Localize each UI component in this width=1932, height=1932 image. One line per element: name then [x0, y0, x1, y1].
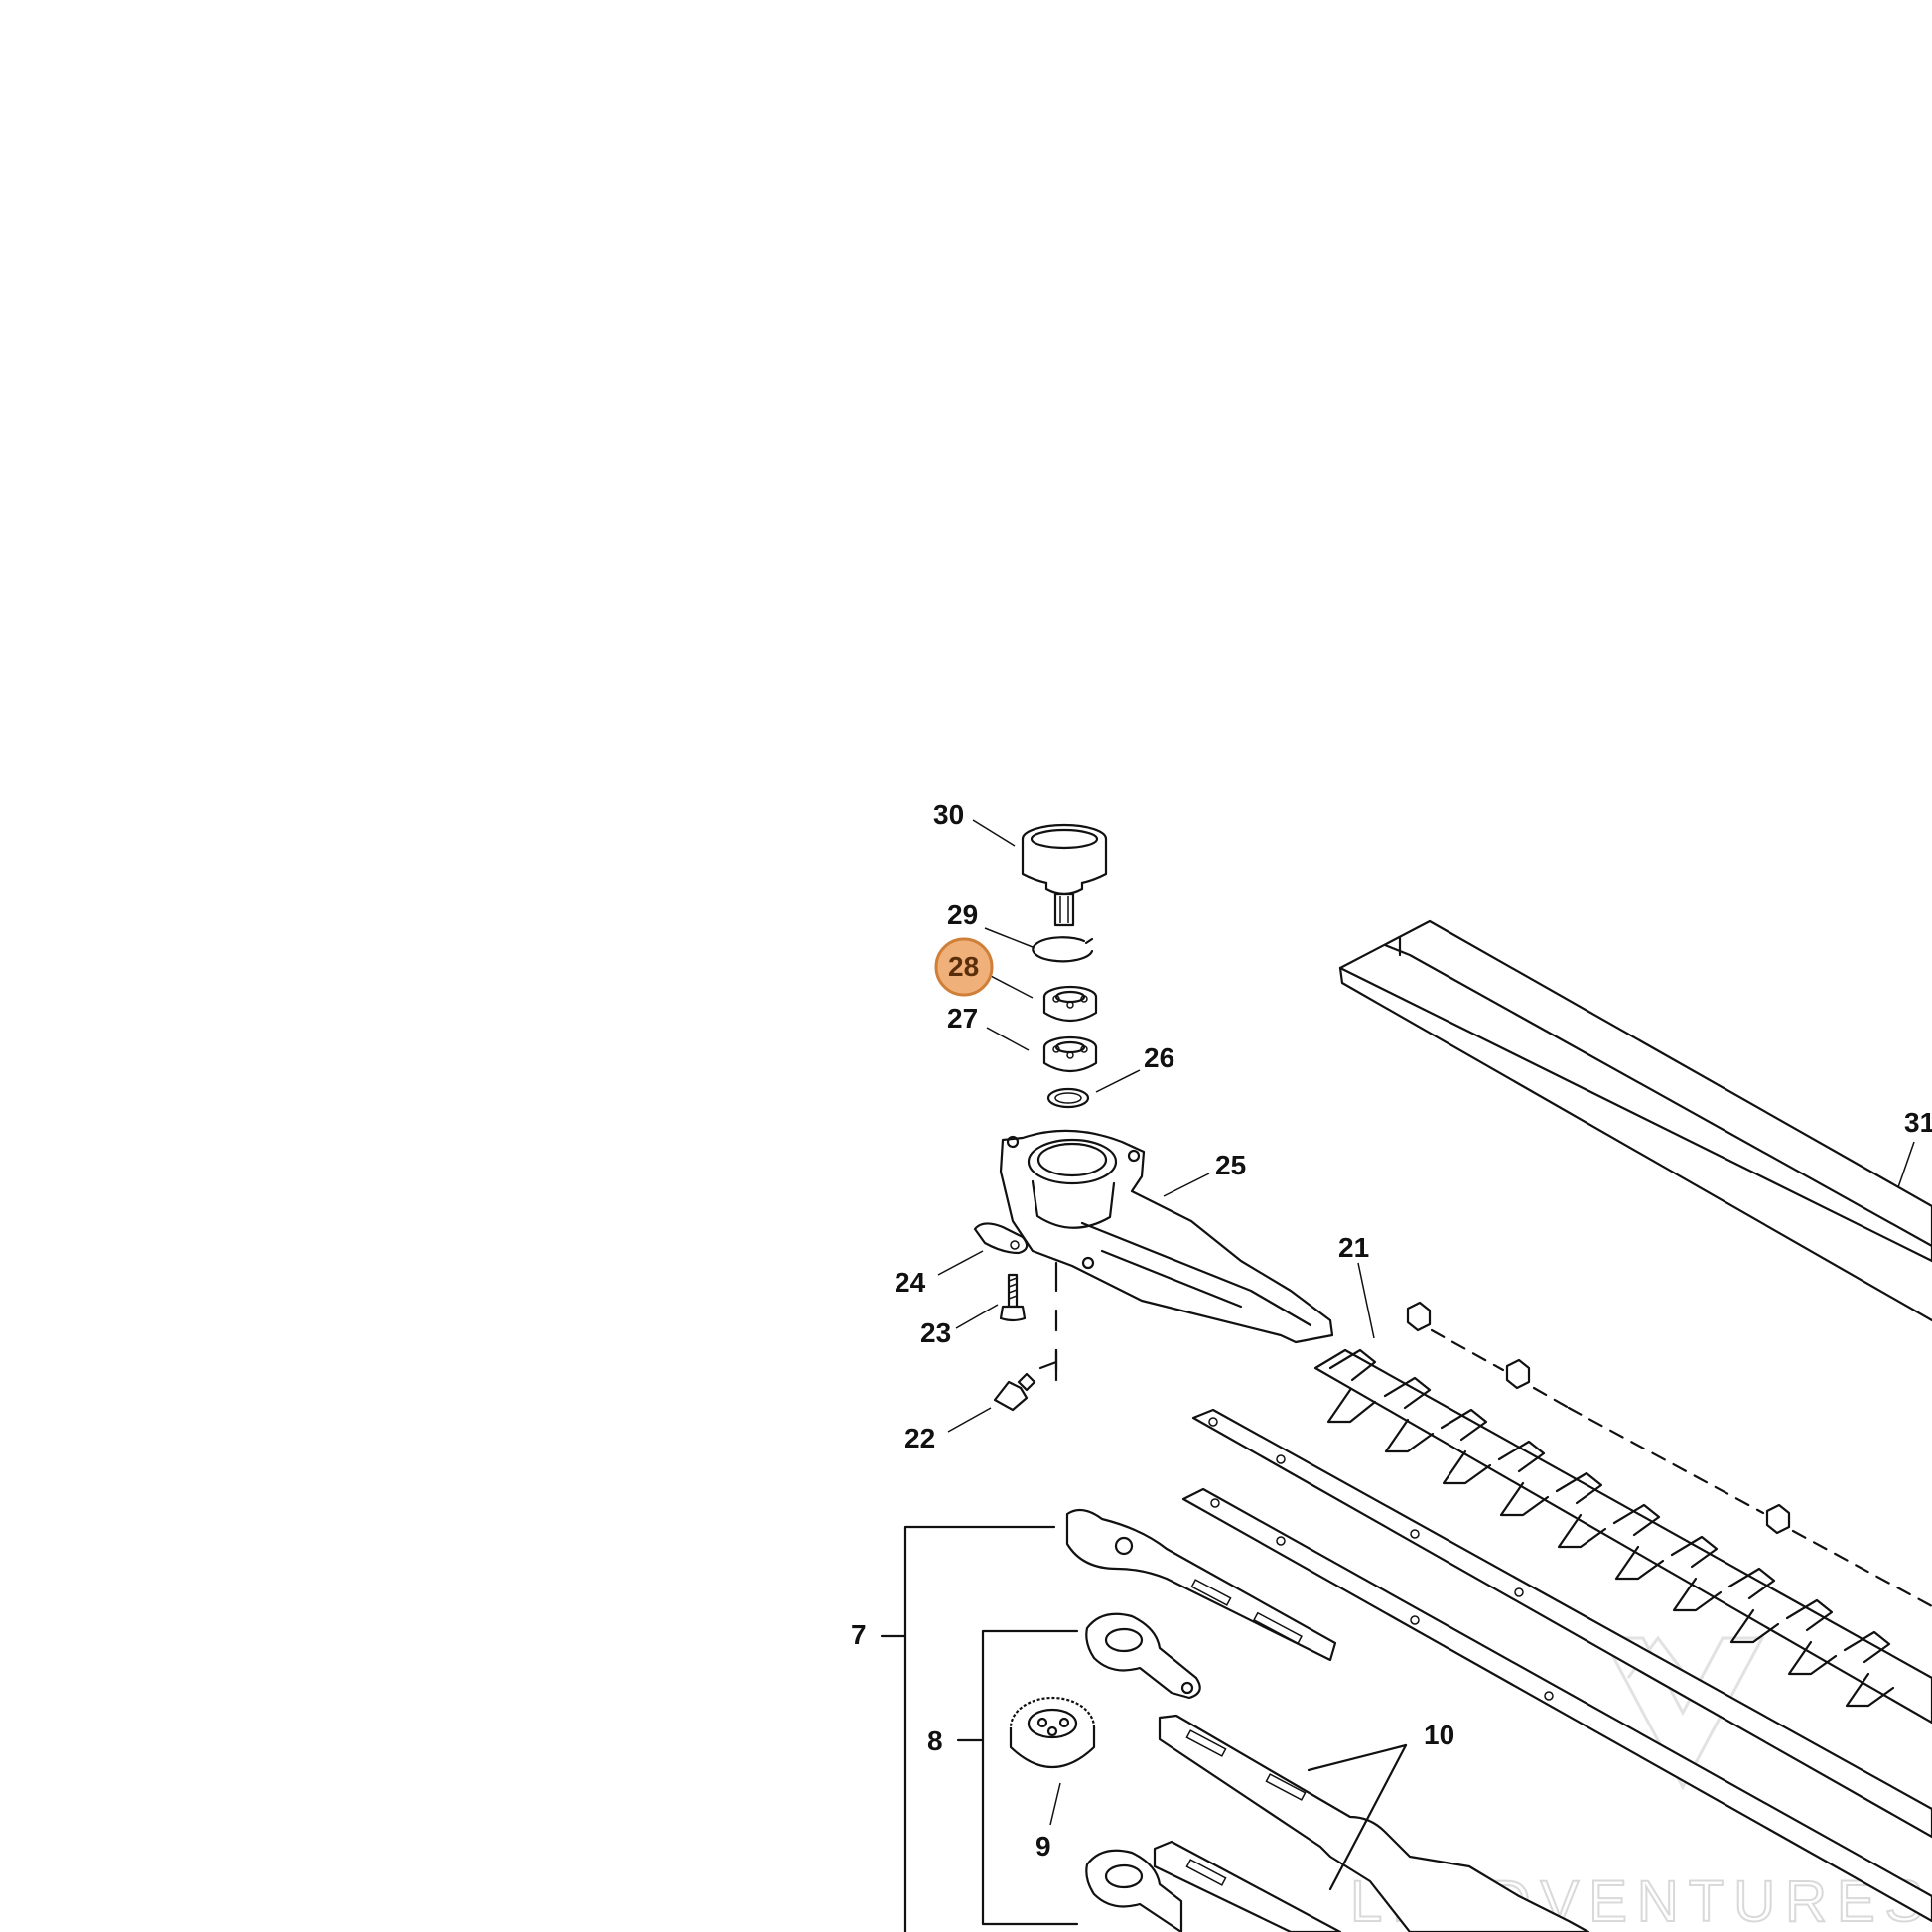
callout-10[interactable]: 10	[1424, 1720, 1454, 1750]
part-28-ball-bearing[interactable]	[988, 974, 1098, 1023]
callout-28[interactable]: 28	[948, 951, 979, 982]
part-7-connector-plate[interactable]	[880, 1508, 1337, 1932]
part-27-ball-bearing[interactable]	[986, 1027, 1098, 1073]
part-23-screw[interactable]	[955, 1273, 1027, 1329]
callout-31[interactable]: 31	[1904, 1107, 1932, 1138]
part-29-circlip[interactable]	[984, 927, 1094, 963]
part-9-gear[interactable]	[1009, 1696, 1096, 1826]
callout-22[interactable]: 22	[904, 1423, 935, 1453]
part-10-lower-blades[interactable]	[1153, 1714, 1590, 1932]
callout-23[interactable]: 23	[920, 1317, 951, 1348]
part-25-gear-housing[interactable]	[999, 1129, 1334, 1344]
part-8-drive-plates[interactable]	[956, 1612, 1201, 1932]
part-22-grease-nipple[interactable]	[947, 1261, 1058, 1433]
callout-30[interactable]: 30	[933, 799, 964, 830]
callout-9[interactable]: 9	[1035, 1831, 1051, 1862]
part-26-retaining-ring[interactable]	[1046, 1069, 1141, 1109]
highlight-marker[interactable]	[934, 937, 994, 997]
callout-8[interactable]: 8	[927, 1725, 943, 1756]
part-21-cutter-blade[interactable]	[1313, 1262, 1932, 1725]
callout-27[interactable]: 27	[947, 1003, 978, 1034]
part-30-clutch-drum[interactable]	[972, 819, 1108, 927]
part-24-plate[interactable]	[937, 1222, 1029, 1276]
callout-26[interactable]: 26	[1144, 1042, 1174, 1073]
callout-24[interactable]: 24	[895, 1267, 926, 1298]
part-31-guard[interactable]	[1338, 919, 1932, 1322]
callout-21[interactable]: 21	[1338, 1232, 1369, 1263]
callout-7[interactable]: 7	[851, 1619, 867, 1650]
callout-29[interactable]: 29	[947, 899, 978, 930]
spacer-strips[interactable]	[1181, 1408, 1932, 1923]
callout-25[interactable]: 25	[1215, 1150, 1246, 1180]
